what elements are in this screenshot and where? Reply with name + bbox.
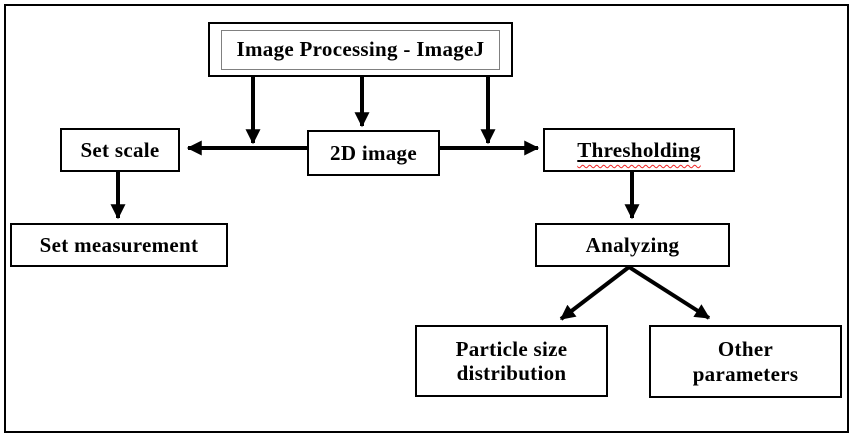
node-analyzing-label: Analyzing [585,232,680,257]
node-set-measurement-label: Set measurement [39,232,199,257]
arrow-analyzing-to-other-parameters [627,265,711,320]
node-other-parameters: Other parameters [649,325,842,398]
node-particle-size-distribution-label: Particle size distribution [455,336,568,385]
arrow-analyzing-to-particle-size [559,265,631,321]
node-thresholding-label: Thresholding [577,137,701,162]
node-2d-image-label: 2D image [330,140,417,165]
node-set-scale-label: Set scale [80,137,160,162]
node-title-inner-box: Image Processing - ImageJ [221,29,500,70]
node-other-parameters-label: Other parameters [692,337,799,386]
node-2d-image: 2D image [307,130,440,176]
node-title-label: Image Processing - ImageJ [236,37,485,62]
node-title-outer-box: Image Processing - ImageJ [208,22,513,77]
diagram-frame [4,4,849,433]
node-analyzing: Analyzing [535,223,730,267]
node-particle-size-distribution: Particle size distribution [415,325,608,397]
node-set-scale: Set scale [60,128,180,172]
node-set-measurement: Set measurement [10,223,228,267]
node-thresholding: Thresholding [543,128,735,172]
